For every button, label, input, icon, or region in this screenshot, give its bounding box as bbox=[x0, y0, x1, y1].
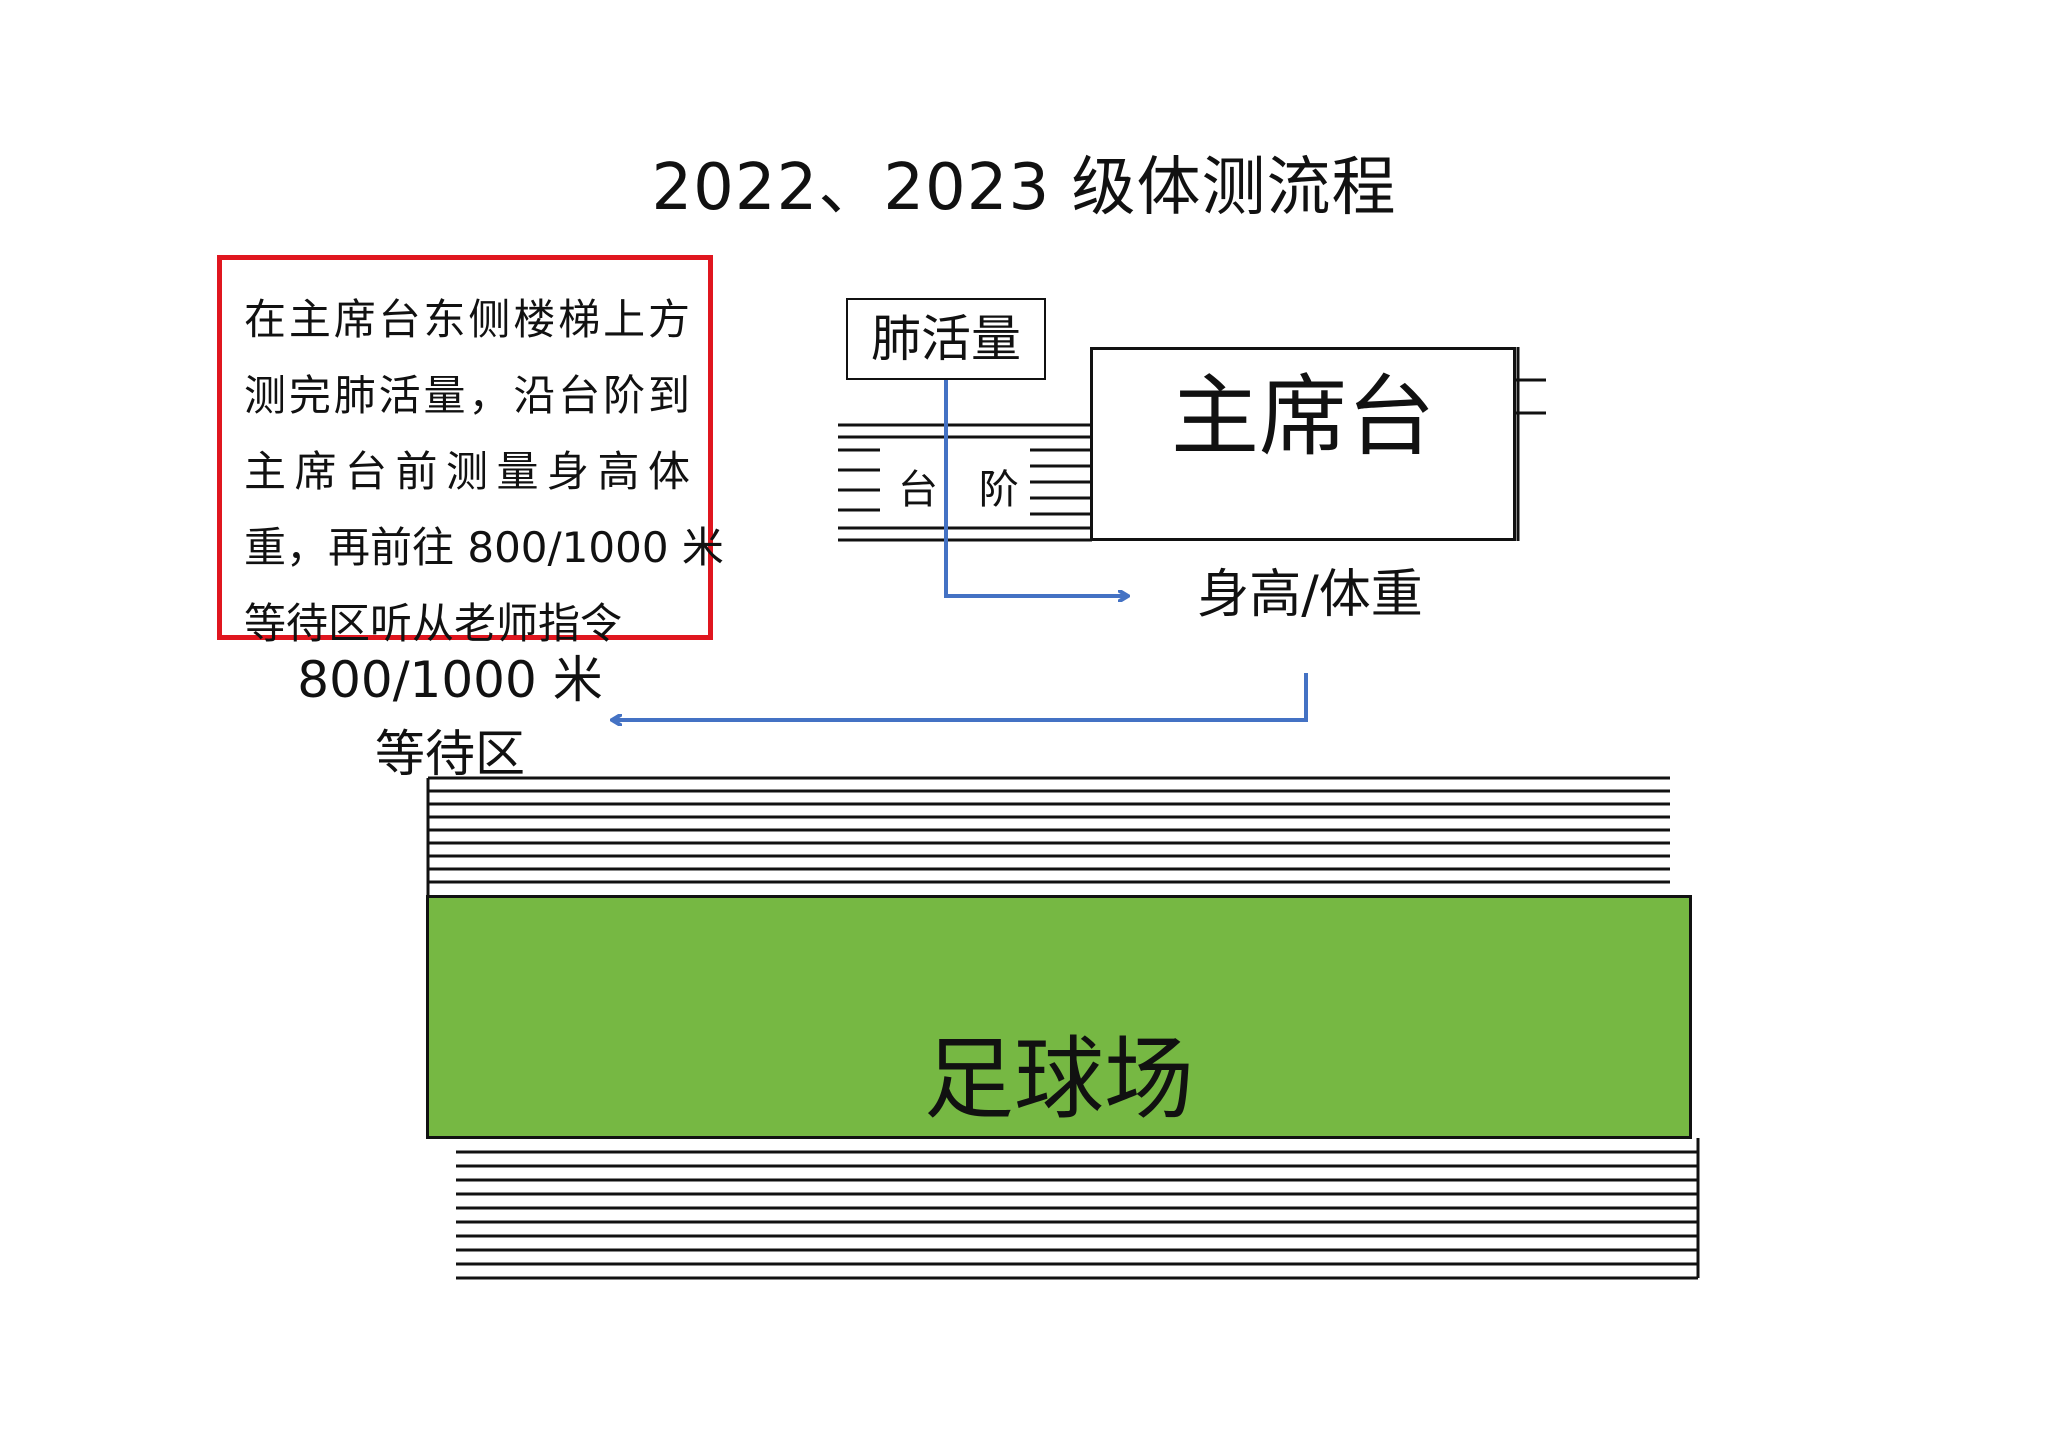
steps-label: 台 阶 bbox=[898, 467, 1033, 513]
track-lines-top bbox=[426, 776, 1670, 895]
waiting-area-label-line1: 800/1000 米 bbox=[297, 651, 603, 709]
football-field-label: 足球场 bbox=[924, 1027, 1194, 1132]
note-line-5: 等待区听从老师指令 bbox=[244, 599, 623, 648]
route-arrow-lung-to-height bbox=[944, 380, 1128, 596]
note-line-1: 在主席台东侧楼梯上方 bbox=[244, 295, 690, 344]
lung-capacity-box: 肺活量 bbox=[846, 298, 1046, 380]
football-field bbox=[426, 895, 1692, 1139]
page-title: 2022、2023 级体测流程 bbox=[651, 151, 1397, 225]
main-stage-label: 主席台 bbox=[1170, 365, 1435, 468]
waiting-area-label-line2: 等待区 bbox=[375, 725, 525, 783]
route-arrow-height-to-waiting bbox=[612, 673, 1308, 720]
note-line-2: 测完肺活量，沿台阶到 bbox=[244, 371, 690, 420]
note-line-4: 重，再前往 800/1000 米 bbox=[244, 523, 724, 572]
height-weight-label: 身高/体重 bbox=[1197, 565, 1423, 625]
waiting-area-label: 800/1000 米 等待区 bbox=[270, 643, 630, 791]
stairs-left-steps bbox=[838, 448, 880, 512]
track-lines-bottom bbox=[456, 1138, 1700, 1280]
main-stage-box bbox=[1090, 347, 1516, 541]
stairs-right-steps bbox=[1030, 448, 1092, 516]
instruction-note: 在主席台东侧楼梯上方 测完肺活量，沿台阶到 主席台前测量身高体 重，再前往 80… bbox=[217, 255, 724, 648]
note-line-3: 主席台前测量身高体 bbox=[244, 447, 690, 496]
stairs-lines bbox=[838, 423, 1092, 542]
